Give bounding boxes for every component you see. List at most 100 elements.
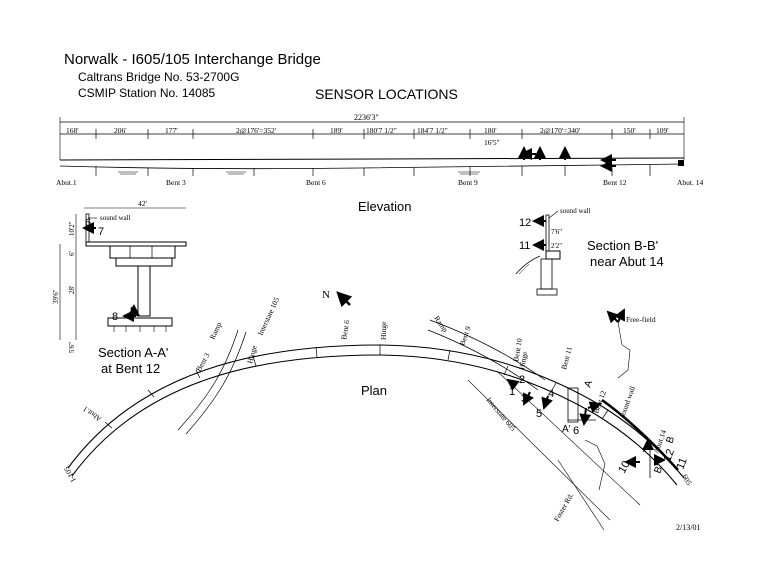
span-label-4: 2@176'=352' xyxy=(236,126,277,135)
elevation-view: 2236'3" 168' 206' 177' 2@176'=352' 189' … xyxy=(56,113,704,214)
foster-rd-edge xyxy=(557,459,605,531)
bb-caption-line2: near Abut 14 xyxy=(590,254,664,269)
span-label-1: 168' xyxy=(66,126,79,135)
support-abut-14: Abut. 14 xyxy=(677,178,704,187)
plan-label-i105: I-105 xyxy=(62,465,78,484)
aa-dim-2: 6' xyxy=(68,251,76,256)
span-label-9: 2@170'=340' xyxy=(540,126,581,135)
interstate-605-edge-b xyxy=(497,371,641,506)
span-label-3: 177' xyxy=(165,126,178,135)
bridge-edge-outer xyxy=(67,344,685,479)
free-field-arrow-a xyxy=(606,310,620,324)
plan-sensor-arrows xyxy=(506,378,666,468)
span-label-7: 184'7 1/2" xyxy=(417,126,448,135)
free-field-arrow-b xyxy=(614,308,625,323)
span-label-11: 109' xyxy=(656,126,669,135)
bb-dim-2: 2'2" xyxy=(551,242,562,250)
plan-sensor-2: 2 xyxy=(519,374,525,386)
plan-section-b: B xyxy=(664,435,677,445)
plan-section-a: A xyxy=(582,379,595,389)
plan-label-bent-11: Bent 11 xyxy=(559,345,574,370)
bb-sensor-11: 11 xyxy=(519,240,530,252)
span-label-10: 150' xyxy=(623,126,636,135)
aa-sensor-7: 7 xyxy=(98,226,104,238)
elevation-caption: Elevation xyxy=(358,199,411,214)
elevation-piers xyxy=(95,165,651,176)
bb-slope xyxy=(515,255,541,275)
support-bent-9: Bent 9 xyxy=(458,178,478,187)
aa-dim-4: 39'6" xyxy=(52,289,60,304)
aa-sensor-8: 8 xyxy=(112,311,118,323)
span-label-5: 189' xyxy=(330,126,343,135)
deck-top xyxy=(59,157,685,161)
free-field-leader xyxy=(617,321,631,379)
plan-sensor-3: 3 xyxy=(521,393,527,405)
plan-label-ramp-right: Ramp xyxy=(432,314,450,334)
plan-section-a-prime: A' xyxy=(562,424,571,435)
ramp-left-edge xyxy=(185,331,247,435)
bb-dim-1: 7'6" xyxy=(551,228,562,236)
plan-view: N xyxy=(62,289,694,531)
support-abut-1: Abut.1 xyxy=(56,178,77,187)
plan-label-bent-3: Bent 3 xyxy=(194,351,212,373)
bb-caption-line1: Section B-B' xyxy=(587,238,658,253)
sub-dimension-label: 16'5" xyxy=(484,138,500,147)
plan-caption: Plan xyxy=(361,383,387,398)
bb-sound-wall-label: sound wall xyxy=(560,207,591,215)
aa-caption-line1: Section A-A' xyxy=(98,345,168,360)
ramp-left xyxy=(177,329,239,431)
bb-sensor-12: 12 xyxy=(519,217,531,229)
span-ticks xyxy=(95,129,651,139)
aa-deck xyxy=(85,241,187,247)
elevation-sensor-arrows xyxy=(518,146,616,172)
aa-dim-3: 28' xyxy=(68,286,76,294)
bb-footing xyxy=(536,288,558,296)
ground-hatch xyxy=(118,171,480,175)
plan-label-abut-1: Abut.1 xyxy=(81,404,103,423)
bb-sound-wall xyxy=(545,214,550,252)
plan-sensor-5: 5 xyxy=(536,408,542,420)
plan-sensor-12: 12 xyxy=(662,447,677,463)
deck-bottom xyxy=(59,163,685,170)
plan-label-605-end: 605 xyxy=(680,473,694,487)
plan-sensor-11: 11 xyxy=(675,456,690,471)
plan-label-bent-9: Bent 9 xyxy=(457,325,472,347)
plan-label-ramp-left: Ramp xyxy=(208,321,224,341)
plan-sensor-10: 10 xyxy=(616,459,633,476)
plan-label-hinge-right: Hinge xyxy=(517,350,529,370)
abutment-14-block xyxy=(678,160,684,166)
aa-width-label: 42' xyxy=(138,199,148,208)
span-label-8: 180' xyxy=(484,126,497,135)
aa-sensor-9: 9 xyxy=(130,305,136,317)
drawing-title: Norwalk - I605/105 Interchange Bridge xyxy=(64,51,321,68)
plan-label-hinge-center: Hinge xyxy=(379,321,388,340)
aa-column xyxy=(137,265,151,317)
plan-sensor-1: 1 xyxy=(509,386,515,398)
north-arrow-icon xyxy=(336,291,353,308)
aa-sound-wall-label: sound wall xyxy=(100,214,131,222)
bridge-number: Caltrans Bridge No. 53-2700G xyxy=(78,70,239,84)
total-length-label: 2236'3" xyxy=(354,113,379,122)
section-cut-aa xyxy=(567,387,579,423)
abutment-14-outline xyxy=(584,439,606,491)
plan-sensor-4: 4 xyxy=(548,388,554,400)
free-field-label: Free-field xyxy=(626,315,656,324)
section-aa: 42' sound wall 10'2" 6' 28' 39'6" 5'6" 6… xyxy=(52,199,187,376)
plan-label-foster-rd: Foster Rd. xyxy=(552,491,575,523)
plan-label-bent-10: Bent 10 xyxy=(511,337,524,362)
aa-sensor-6: 6 xyxy=(85,217,91,229)
aa-dim-5: 5'6" xyxy=(68,342,76,353)
section-bb: sound wall 12 11 7'6" 2'2" Section B-B' … xyxy=(515,207,664,296)
plan-sensor-6: 6 xyxy=(573,425,579,437)
aa-piles xyxy=(113,326,167,332)
span-label-6: 180'7 1/2" xyxy=(366,126,397,135)
interstate-605-edge-a xyxy=(467,379,611,521)
plan-label-interstate-605: Interstate 605 xyxy=(484,396,517,433)
bridge-edge-inner xyxy=(71,354,678,486)
plan-label-bent-6: Bent 6 xyxy=(339,319,351,340)
plan-sound-wall xyxy=(601,398,679,471)
plan-label-interstate-105: Interstate 105 xyxy=(256,296,282,337)
sensor-locations-heading: SENSOR LOCATIONS xyxy=(315,86,458,102)
bb-abutment xyxy=(540,258,553,290)
